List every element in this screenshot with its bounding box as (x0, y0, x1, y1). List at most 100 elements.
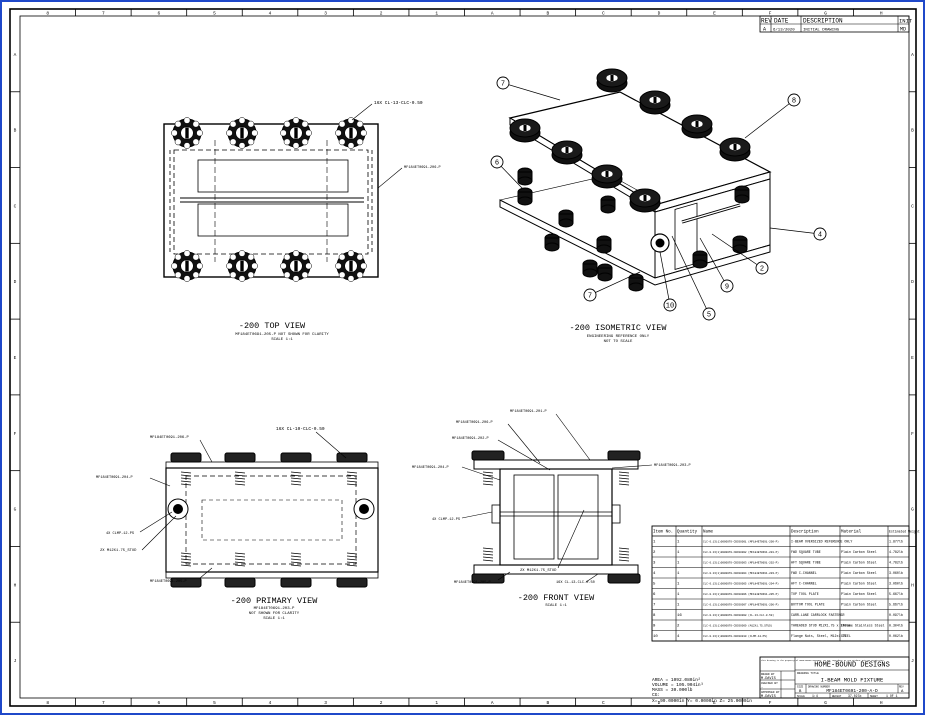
mass-line-2: VOLUME = 105.904in³ (652, 682, 704, 688)
clamp-cap (224, 577, 256, 588)
zone-row-right: E (911, 355, 914, 361)
title-approved-label: APPROVED BY (761, 691, 780, 694)
bom-cell: 1 (677, 551, 680, 555)
bom-cell: Plain Carbon Steel (841, 561, 877, 565)
iso-balloon (787, 93, 801, 107)
rev-row-desc: INITIAL DRAWING (803, 29, 840, 33)
iso-balloon-label: 10 (666, 303, 674, 311)
bom-cell: 3.060lb (889, 582, 903, 586)
top-view-note2: SCALE 1:1 (271, 338, 293, 342)
bom-cell: 4.782lb (889, 561, 903, 565)
bom-cell: CLC-0.13(1)0000070-CBC00006 (MF184ET0691… (703, 592, 779, 596)
primary-callout-bolt: 2X M12X1.75_STUD (100, 549, 137, 553)
bom-cell: FWD SQUARE TUBE (791, 550, 821, 554)
clamp-cap (607, 450, 641, 461)
rev-header-date: DATE (774, 18, 789, 25)
iso-view-title: -200 ISOMETRIC VIEW (570, 323, 668, 333)
clamp-cap (471, 573, 505, 584)
bom-cell: 7 (653, 604, 656, 608)
bom-cell: Plain Carbon Steel (841, 592, 877, 596)
mass-line-3: MASS = 30.000lb (652, 687, 693, 693)
iso-balloon-label: 2 (760, 266, 764, 274)
primary-callout-left: MF184ET0691-204-P (96, 476, 133, 480)
zone-col-top: B (546, 11, 549, 17)
clamp-cap (336, 452, 368, 463)
bom-header: Item No. (653, 531, 673, 535)
iso-balloon (583, 288, 597, 302)
clamp-cap (336, 577, 368, 588)
title-size-label: SIZE (797, 686, 804, 689)
clamp-cap (607, 573, 641, 584)
bom-cell: 5.667lb (889, 603, 903, 607)
iso-balloon (702, 307, 716, 321)
bom-cell: 4.782lb (889, 550, 903, 554)
zone-row-left: J (14, 658, 17, 664)
bom-cell: STEEL (841, 634, 851, 638)
zone-col-bottom: A (491, 700, 494, 706)
bom-header: Description (791, 530, 819, 535)
isometric-top-bolts (509, 68, 751, 213)
zone-col-top: 1 (435, 11, 438, 17)
iso-balloon (663, 298, 677, 312)
clamp-cap (471, 450, 505, 461)
mass-properties: AREA = 1092.080in² VOLUME = 105.904in³ M… (652, 677, 752, 704)
rev-row-init: MD (900, 27, 906, 33)
bom-cell: - (841, 613, 843, 617)
rev-header-desc: DESCRIPTION (803, 18, 843, 25)
bom-cell: 10 (653, 635, 658, 639)
zone-col-bottom: D (658, 700, 661, 706)
bom-header: Material (841, 530, 862, 535)
bom-cell: 2 (653, 551, 656, 555)
title-scale-label: SCALE (797, 695, 805, 698)
iso-view-note2: NOT TO SCALE (604, 340, 633, 344)
rev-row-date: 6/13/2020 (773, 28, 795, 33)
bom-cell: Flange Nuts, Steel, M12x1.75 (791, 634, 846, 638)
zone-col-bottom: B (546, 700, 549, 706)
bom-cell: I-BEAM OVERSIZED REFERENCE ONLY (791, 540, 852, 544)
zone-col-top: G (824, 11, 827, 17)
top-view-title: -200 TOP VIEW (239, 321, 306, 331)
title-drawn-value: M.DAVIS (761, 677, 776, 681)
mass-line-4: CG: (652, 692, 660, 698)
top-view-note1: MF184ET0691-205-P NOT SHOWN FOR CLARITY (235, 333, 329, 337)
zone-col-top: E (713, 11, 716, 17)
clamp-cap (170, 577, 202, 588)
bom-cell: CLC-0.13(1)0000070-CBC00001 (MF184ET0691… (703, 540, 779, 544)
title-checked-value: - (761, 686, 763, 690)
zone-col-top: D (658, 11, 661, 17)
zone-col-bottom: G (824, 700, 827, 706)
zone-row-right: A (911, 52, 914, 58)
bom-cell: CLC-0.13(1)0000070-CBC00003 (MF184ET0691… (703, 561, 779, 565)
zone-col-top: 4 (269, 11, 272, 17)
front-view-note1: SCALE 1:1 (545, 604, 567, 608)
iso-balloon (720, 279, 734, 293)
zone-col-top: 7 (102, 11, 105, 17)
zone-row-right: C (911, 203, 914, 209)
mass-line-1: AREA = 1092.080in² (652, 677, 701, 683)
bom-cell: CARR-LANE CARRLOCK FASTENER (791, 613, 844, 617)
bom-header: Quantity (677, 530, 698, 535)
bom-header: Estimated Weight (889, 530, 920, 534)
clamp-cap (280, 577, 312, 588)
title-drawing-title-label: DRAWING TITLE (797, 672, 819, 675)
bom-cell: 3 (653, 562, 656, 566)
bom-cell: Plain Carbon Steel (841, 603, 877, 607)
zone-col-bottom: E (713, 700, 716, 706)
title-weight-value: 37.02lb (848, 694, 861, 698)
zone-col-bottom: F (769, 700, 772, 706)
front-callout-b: MF184ET0691-206-P (456, 421, 493, 425)
bom-cell: 9 (653, 625, 656, 629)
rev-header-rev: REV (761, 18, 772, 25)
iso-balloon-label: 8 (792, 98, 796, 106)
primary-view-note1: MF184ET0691-203-P (254, 607, 295, 611)
bom-cell: CLC-0.13(1)0000070-CBC00009 (M12X1.75_ST… (703, 624, 773, 628)
iso-balloon-label: 7 (501, 81, 505, 89)
primary-callout-clamp: 4X CLMP-12-PS (106, 532, 134, 536)
front-callout-c: MF184ET0691-202-P (452, 437, 489, 441)
bom-cell: Plain Carbon Steel (841, 550, 877, 554)
title-size-value: B (799, 690, 802, 694)
title-drawing-title-value: I-BEAM MOLD FIXTURE (821, 677, 884, 684)
